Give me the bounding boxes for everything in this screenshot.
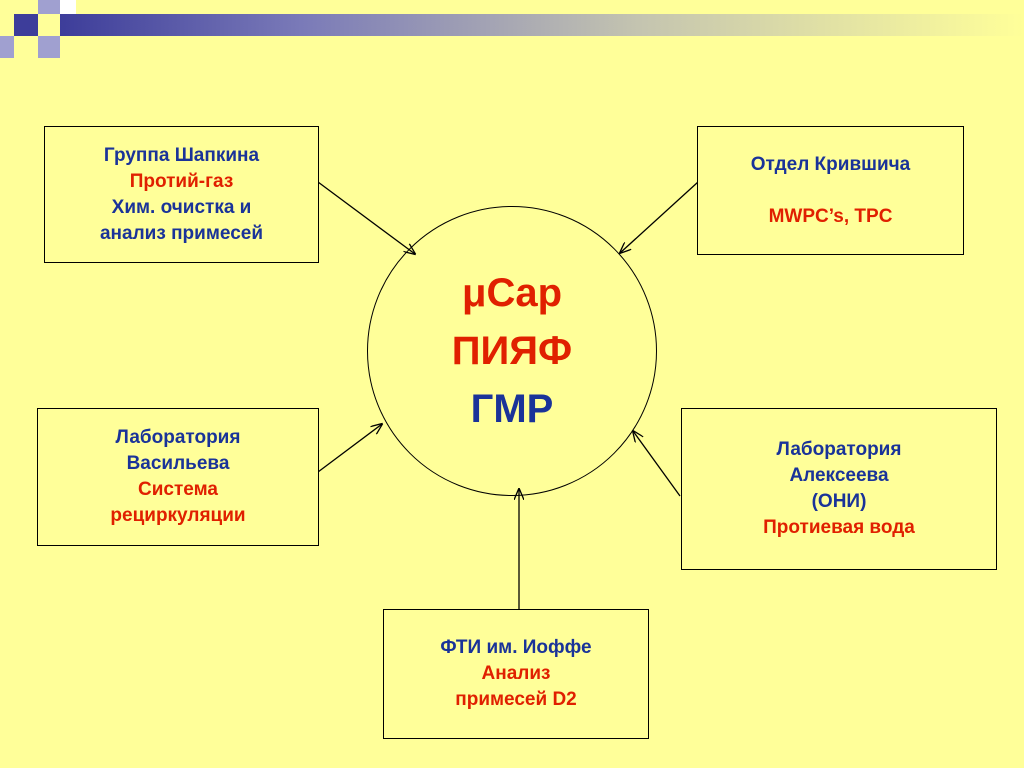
box-alekseev-line3: (ОНИ) (811, 491, 867, 512)
box-alekseev-line2: Алексеева (789, 465, 889, 486)
center-line-gmr: ГМР (470, 387, 554, 431)
box-vasiliev-line1: Лаборатория (115, 427, 241, 448)
deco-gradient-bar (60, 14, 1024, 36)
deco-square (38, 0, 60, 14)
center-line-mucap: μCap (461, 271, 563, 315)
box-alekseev-line1: Лаборатория (776, 439, 902, 460)
arrow-krivshich (620, 181, 699, 253)
center-line-pnpi: ПИЯФ (451, 329, 573, 373)
box-ioffe-title: ФТИ им. Иоффе (440, 637, 592, 658)
deco-square (38, 36, 60, 58)
arrow-shapkin (317, 181, 415, 254)
box-alekseev-lab: Лаборатория Алексеева (ОНИ) Протиевая во… (681, 408, 997, 570)
box-shapkin-line2: Протий-газ (129, 170, 234, 192)
box-shapkin-line4: анализ примесей (99, 222, 264, 244)
box-krivshich-line2: MWPC’s, TPC (768, 205, 893, 227)
box-krivshich-spacer (698, 178, 963, 204)
box-shapkin-group: Группа Шапкина Протий-газ Хим. очистка и… (44, 126, 319, 263)
box-ioffe-line3: примесей D2 (455, 689, 577, 710)
box-ioffe-line2: Анализ (481, 663, 551, 684)
box-vasiliev-line4: рециркуляции (110, 505, 246, 526)
box-ioffe-institute: ФТИ им. Иоффе Анализ примесей D2 (383, 609, 649, 739)
deco-square (0, 36, 14, 58)
box-krivshich-title: Отдел Крившича (750, 153, 911, 175)
box-vasiliev-lab: Лаборатория Васильева Система рециркуляц… (37, 408, 319, 546)
box-vasiliev-line2: Васильева (126, 453, 230, 474)
center-circle: μCap ПИЯФ ГМР (367, 206, 657, 496)
arrow-alekseev (633, 431, 681, 497)
box-shapkin-line3: Хим. очистка и (111, 196, 252, 218)
deco-square (14, 14, 38, 36)
box-vasiliev-line3: Система (138, 479, 218, 500)
arrow-vasiliev (317, 424, 382, 473)
box-krivshich-department: Отдел Крившича MWPC’s, TPC (697, 126, 964, 255)
box-shapkin-title: Группа Шапкина (103, 144, 260, 166)
deco-square (60, 0, 76, 14)
box-alekseev-line4: Протиевая вода (763, 517, 915, 538)
